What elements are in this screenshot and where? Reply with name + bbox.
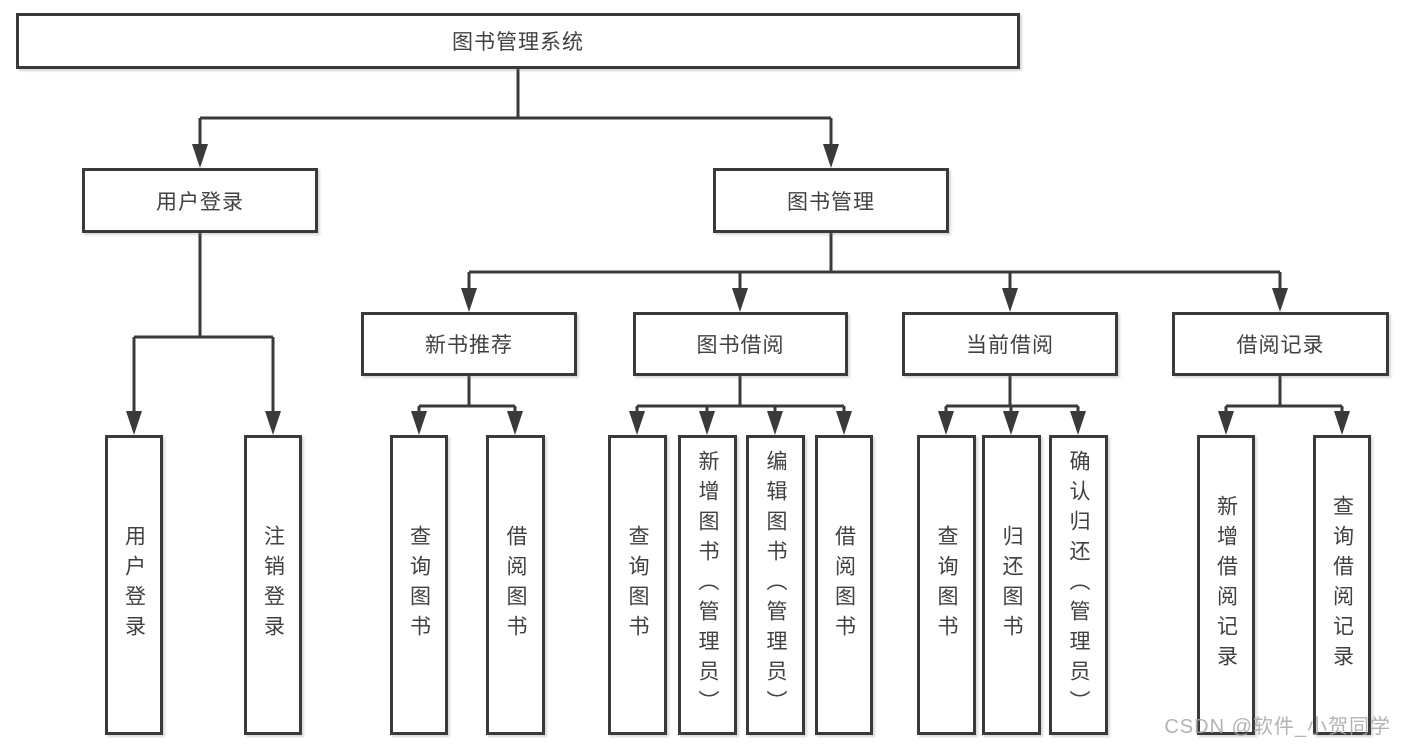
node-user-login-branch: 用户登录	[82, 168, 318, 233]
leaf-borrow-books: 借阅图书	[815, 435, 873, 735]
leaf-query-borrow-record: 查询借阅记录	[1313, 435, 1371, 735]
leaf-current-query-books: 查询图书	[917, 435, 976, 735]
csdn-watermark: CSDN @软件_小贺同学	[1164, 716, 1391, 738]
leaf-borrow-query-books: 查询图书	[608, 435, 667, 735]
leaf-recommend-query-books: 查询图书	[390, 435, 448, 735]
node-book-borrowing: 图书借阅	[633, 312, 848, 376]
node-root: 图书管理系统	[16, 13, 1020, 69]
node-new-book-recommend: 新书推荐	[361, 312, 577, 376]
leaf-add-books-admin: 新增图书（管理员）	[678, 435, 737, 735]
leaf-logout: 注销登录	[244, 435, 302, 735]
node-borrowing-records: 借阅记录	[1172, 312, 1389, 376]
leaf-user-login: 用户登录	[105, 435, 163, 735]
leaf-add-borrow-record: 新增借阅记录	[1197, 435, 1255, 735]
leaf-recommend-borrow-books: 借阅图书	[486, 435, 545, 735]
leaf-return-books: 归还图书	[982, 435, 1041, 735]
node-current-borrowing: 当前借阅	[902, 312, 1118, 376]
leaf-edit-books-admin: 编辑图书（管理员）	[746, 435, 805, 735]
arrowheads	[126, 144, 1350, 435]
node-book-management: 图书管理	[713, 168, 949, 233]
leaf-confirm-return-admin: 确认归还（管理员）	[1049, 435, 1108, 735]
